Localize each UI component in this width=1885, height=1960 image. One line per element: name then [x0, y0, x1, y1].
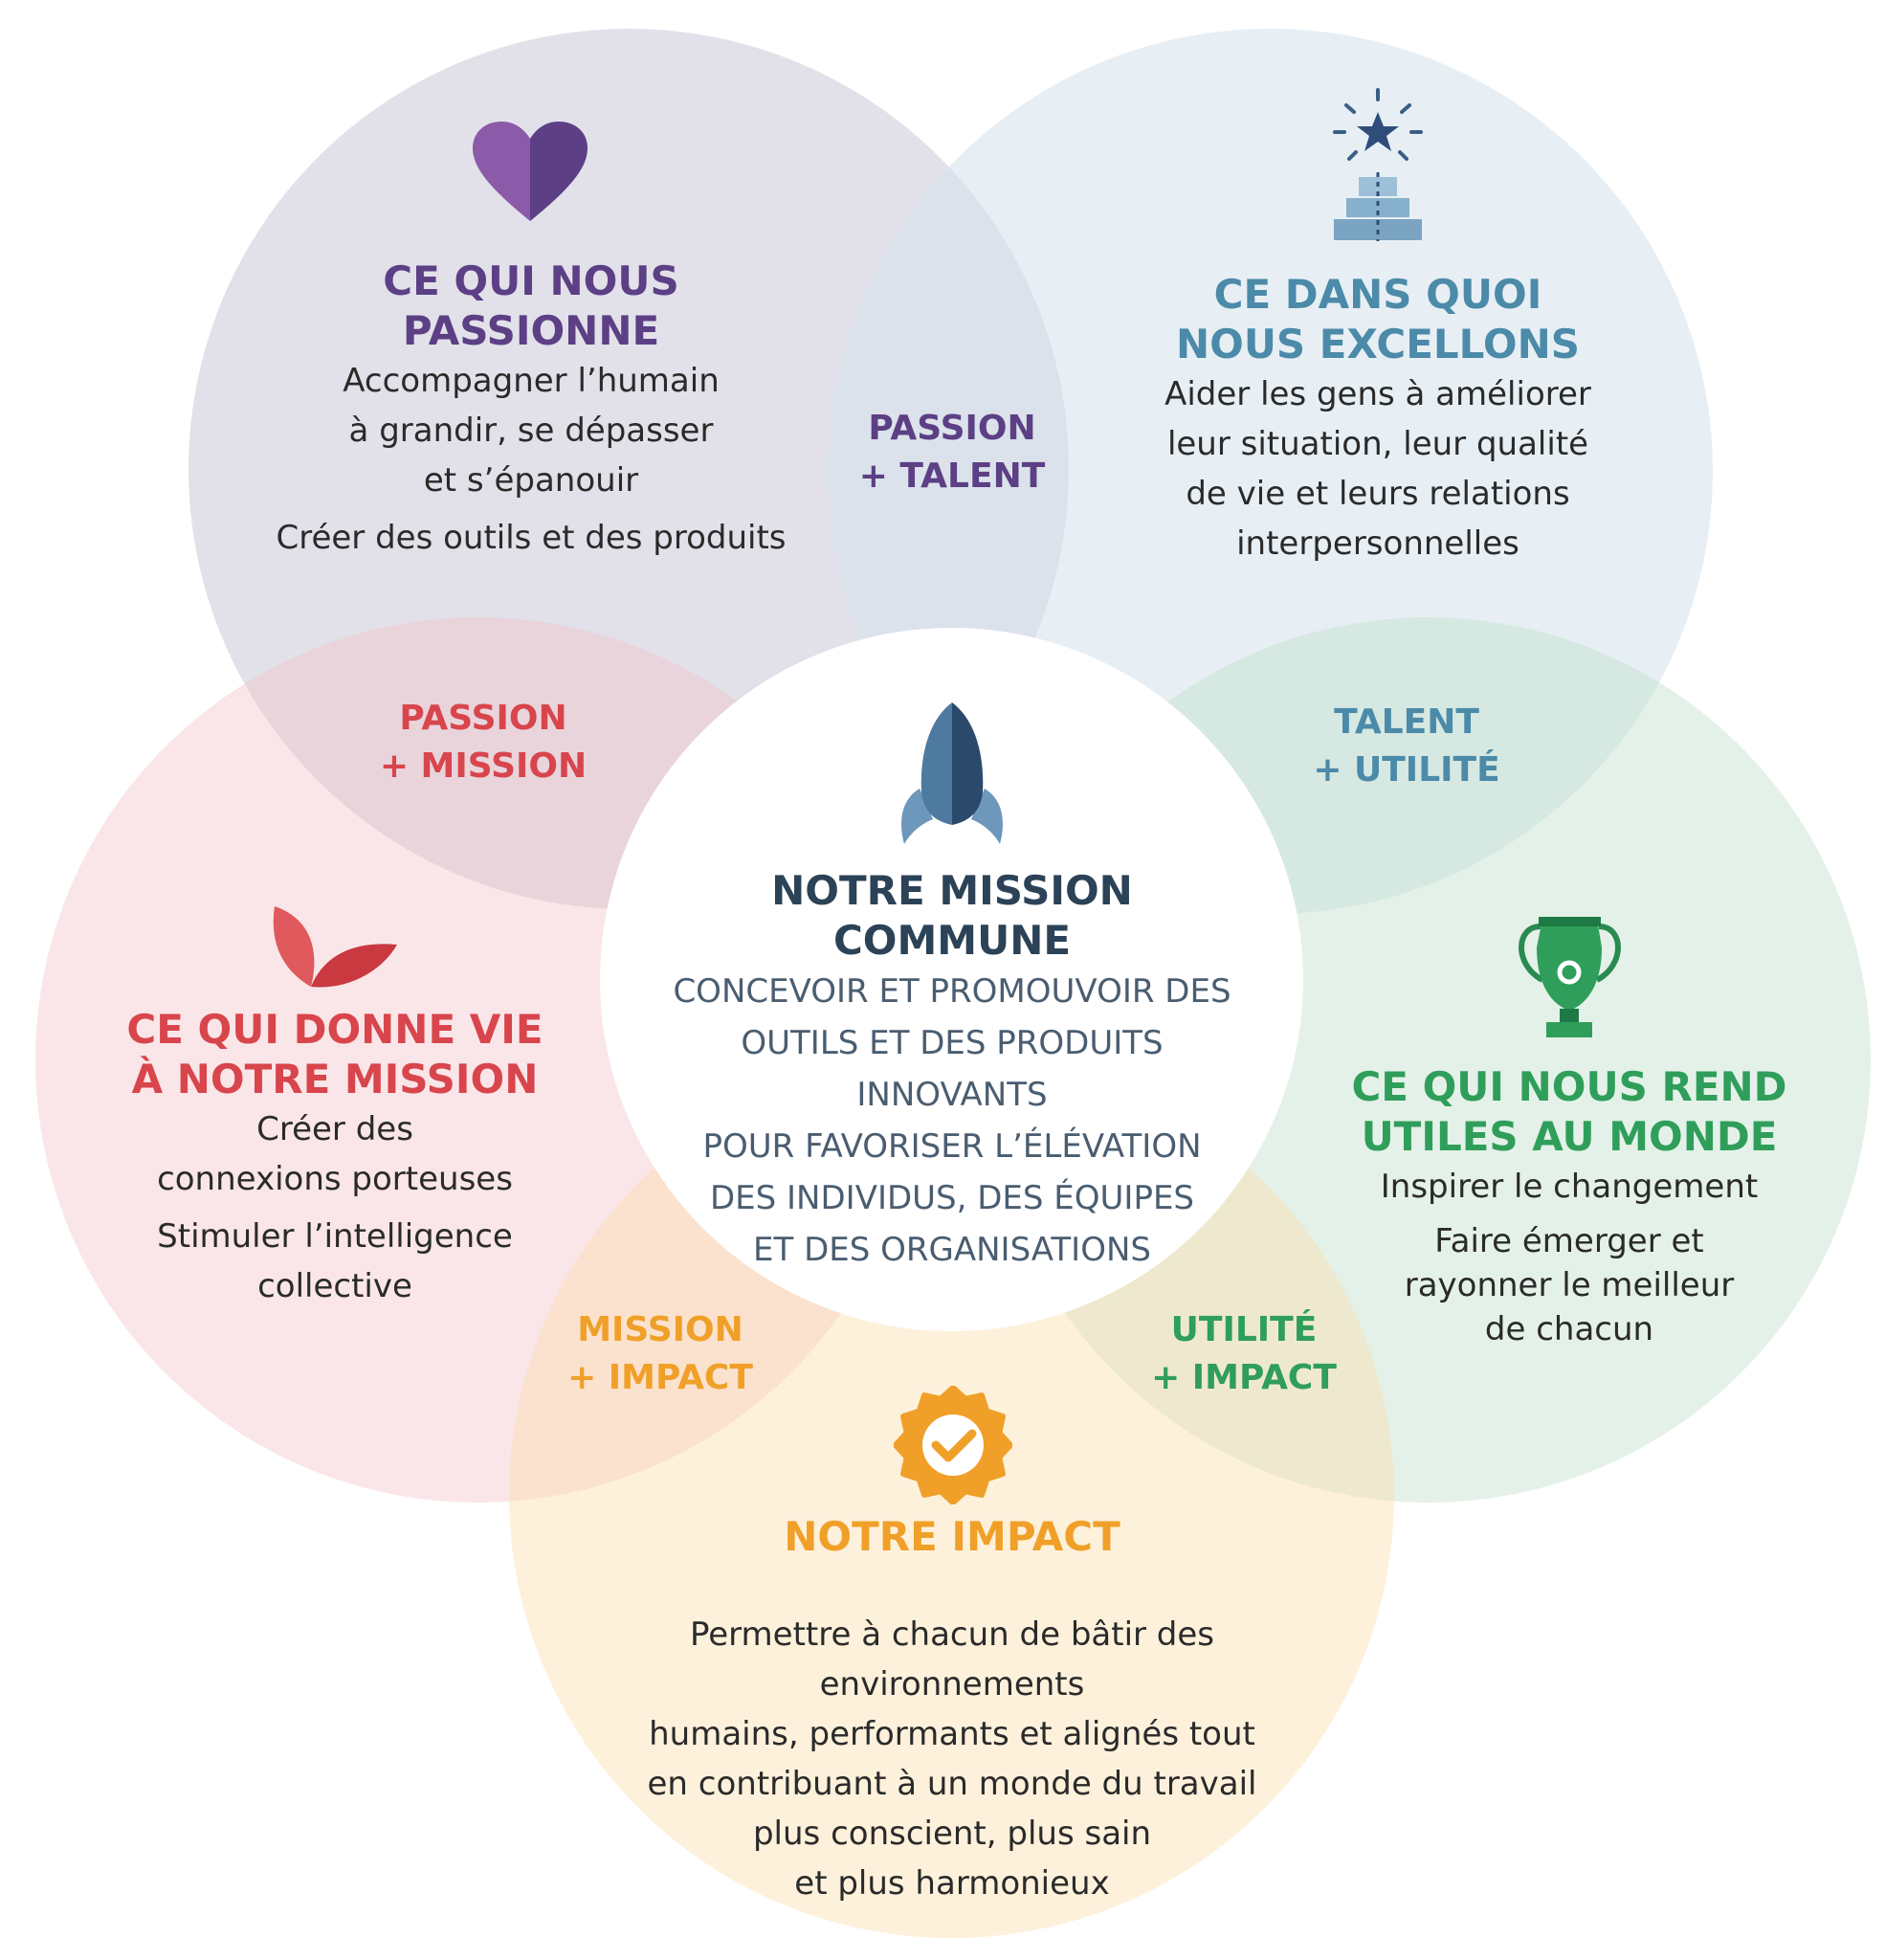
heart-icon — [473, 122, 588, 221]
overlap-passion-talent: PASSION + TALENT — [842, 405, 1062, 501]
talent-section: CE DANS QUOI NOUS EXCELLONS Aider les ge… — [1124, 270, 1631, 568]
center-description: CONCEVOIR ET PROMOUVOIR DES OUTILS ET DE… — [660, 966, 1244, 1276]
overlap-utility-impact: UTILITÉ + IMPACT — [1134, 1306, 1354, 1402]
overlap-line: + IMPACT — [1151, 1358, 1337, 1397]
impact-line: Permettre à chacun de bâtir des environn… — [689, 1615, 1215, 1704]
mission-title: CE QUI DONNE VIE À NOTRE MISSION — [105, 1005, 565, 1104]
impact-description: Permettre à chacun de bâtir des environn… — [565, 1610, 1340, 1908]
talent-description: Aider les gens à améliorer leur situatio… — [1124, 369, 1631, 568]
overlap-line: UTILITÉ — [1170, 1310, 1318, 1349]
overlap-line: + TALENT — [858, 457, 1046, 496]
center-line: DES INDIVIDUS, DES ÉQUIPES — [709, 1179, 1195, 1217]
overlap-line: PASSION — [868, 409, 1036, 448]
mission-section: CE QUI DONNE VIE À NOTRE MISSION Créer d… — [105, 1005, 565, 1311]
center-line: ET DES ORGANISATIONS — [753, 1231, 1151, 1269]
overlap-talent-utility: TALENT + UTILITÉ — [1297, 699, 1517, 794]
talent-line: interpersonnelles — [1236, 524, 1519, 563]
talent-title-line: CE DANS QUOI — [1213, 271, 1542, 318]
impact-title: NOTRE IMPACT — [784, 1513, 1120, 1560]
rocket-icon — [901, 702, 1003, 844]
center-title-line: NOTRE MISSION — [771, 867, 1133, 914]
impact-line: plus conscient, plus sain — [752, 1815, 1152, 1853]
passion-line: et s’épanouir — [423, 461, 639, 500]
overlap-line: TALENT — [1334, 702, 1479, 742]
overlap-line: PASSION — [399, 699, 567, 738]
overlap-line: + MISSION — [379, 746, 588, 786]
passion-section: CE QUI NOUS PASSIONNE Accompagner l’huma… — [239, 256, 823, 563]
utility-title: CE QUI NOUS REND UTILES AU MONDE — [1340, 1062, 1799, 1162]
center-title-line: COMMUNE — [832, 917, 1072, 964]
mission-title-line: À NOTRE MISSION — [131, 1056, 539, 1102]
passion-line: Créer des outils et des produits — [276, 519, 787, 557]
passion-title-line: CE QUI NOUS — [383, 257, 679, 304]
talent-line: de vie et leurs relations — [1186, 475, 1570, 513]
overlap-mission-impact: MISSION + IMPACT — [550, 1306, 770, 1402]
passion-title-line: PASSIONNE — [402, 307, 660, 354]
podium-star-icon — [1333, 88, 1423, 241]
impact-line: en contribuant à un monde du travail — [647, 1765, 1257, 1803]
mission-line: collective — [257, 1267, 412, 1305]
mission-description: Créer des connexions porteuses Stimuler … — [105, 1104, 565, 1311]
passion-line: Accompagner l’humain — [343, 362, 720, 400]
trophy-icon — [1519, 917, 1621, 1037]
leaf-icon — [273, 906, 397, 988]
utility-line: de chacun — [1484, 1310, 1654, 1348]
check-badge-icon — [894, 1386, 1012, 1504]
talent-title-line: NOUS EXCELLONS — [1175, 321, 1581, 368]
mission-title-line: CE QUI DONNE VIE — [126, 1006, 543, 1053]
passion-description: Accompagner l’humain à grandir, se dépas… — [239, 356, 823, 563]
overlap-line: MISSION — [577, 1310, 743, 1349]
mission-line: Créer des — [256, 1110, 413, 1148]
impact-line: humains, performants et alignés tout — [649, 1715, 1255, 1753]
overlap-line: + UTILITÉ — [1313, 750, 1500, 790]
center-line: OUTILS ET DES PRODUITS INNOVANTS — [741, 1024, 1164, 1114]
mission-line: Stimuler l’intelligence — [157, 1217, 513, 1256]
utility-description: Inspirer le changement Faire émerger et … — [1340, 1162, 1799, 1351]
passion-title: CE QUI NOUS PASSIONNE — [239, 256, 823, 356]
utility-line: Inspirer le changement — [1380, 1168, 1759, 1206]
passion-line: à grandir, se dépasser — [348, 412, 714, 450]
center-line: POUR FAVORISER L’ÉLÉVATION — [702, 1127, 1202, 1166]
impact-section: NOTRE IMPACT Permettre à chacun de bâtir… — [565, 1512, 1340, 1908]
talent-title: CE DANS QUOI NOUS EXCELLONS — [1124, 270, 1631, 369]
center-section: NOTRE MISSION COMMUNE CONCEVOIR ET PROMO… — [660, 866, 1244, 1276]
utility-title-line: UTILES AU MONDE — [1361, 1113, 1778, 1160]
talent-line: leur situation, leur qualité — [1166, 425, 1589, 463]
utility-section: CE QUI NOUS REND UTILES AU MONDE Inspire… — [1340, 1062, 1799, 1351]
overlap-line: + IMPACT — [567, 1358, 753, 1397]
impact-line: et plus harmonieux — [794, 1864, 1110, 1903]
center-line: CONCEVOIR ET PROMOUVOIR DES — [673, 972, 1231, 1011]
overlap-passion-mission: PASSION + MISSION — [373, 695, 593, 791]
utility-line: Faire émerger et — [1434, 1222, 1704, 1260]
utility-title-line: CE QUI NOUS REND — [1351, 1063, 1787, 1110]
utility-line: rayonner le meilleur — [1404, 1266, 1735, 1304]
talent-line: Aider les gens à améliorer — [1164, 375, 1591, 413]
mission-line: connexions porteuses — [157, 1160, 513, 1198]
center-title: NOTRE MISSION COMMUNE — [660, 866, 1244, 966]
